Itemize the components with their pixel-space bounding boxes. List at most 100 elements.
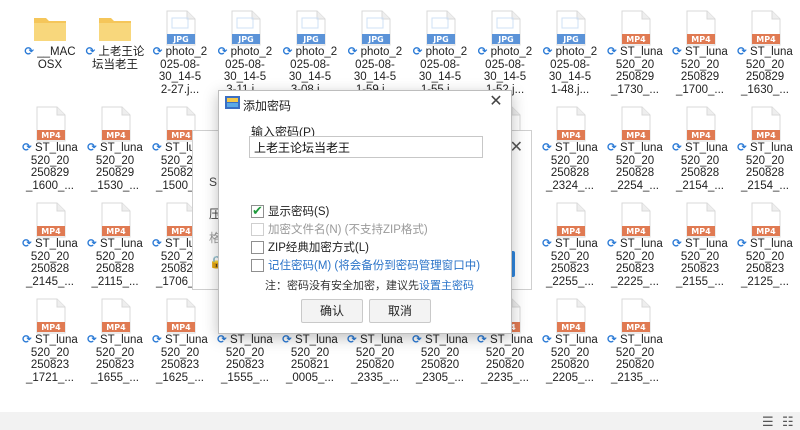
sync-icon: ⟳ [542,46,553,58]
file-name: ⟳ ST_luna 520_20 250828 _2145_... [22,238,78,288]
file-item[interactable]: MP4⟳ ST_luna 520_20 250823 _2125_... [733,196,797,288]
sync-icon: ⟳ [672,46,682,58]
file-item[interactable]: MP4⟳ ST_luna 520_20 250829 _1600_... [18,100,82,192]
file-item[interactable]: JPG⟳ photo_2 025-08- 30_14-5 3-08.j... [278,4,342,96]
background-close-icon[interactable]: ✕ [509,139,523,156]
sync-icon: ⟳ [152,142,162,154]
file-name: ⟳ ST_luna 520_20 250820 _2135_... [607,334,663,384]
file-item[interactable]: MP4⟳ ST_luna 520_20 250823 _1721_... [18,292,82,384]
svg-text:MP4: MP4 [41,131,61,140]
sync-icon: ⟳ [152,334,162,346]
file-item[interactable]: JPG⟳ photo_2 025-08- 30_14-5 1-48.j... [538,4,602,96]
file-item[interactable]: JPG⟳ photo_2 025-08- 30_14-5 1-55.j... [408,4,472,96]
file-item[interactable]: MP4⟳ ST_luna 520_20 250829 _1630_... [733,4,797,96]
folder-item[interactable]: ⟳ __MAC OSX [18,4,82,96]
cancel-button[interactable]: 取消 [369,299,431,323]
sync-icon: ⟳ [737,142,747,154]
svg-text:JPG: JPG [367,35,383,44]
svg-text:MP4: MP4 [171,323,191,332]
file-name: ⟳ photo_2 025-08- 30_14-5 1-48.j... [542,46,598,96]
folder-item[interactable]: ⟳ 上老王论 坛当老王 [83,4,147,96]
file-item[interactable]: JPG⟳ photo_2 025-08- 30_14-5 2-27.j... [148,4,212,96]
encrypt-filenames-checkbox: 加密文件名(N) (不支持ZIP格式) [251,221,428,237]
svg-text:MP4: MP4 [626,131,646,140]
file-item[interactable]: MP4⟳ ST_luna 520_20 250823 _2225_... [603,196,667,288]
sync-icon: ⟳ [607,142,617,154]
show-password-checkbox[interactable]: 显示密码(S) [251,203,329,219]
file-name: ⟳ ST_luna 520_20 250823 _1655_... [87,334,143,384]
file-item[interactable]: MP4⟳ ST_luna 520_20 250820 _2205_... [538,292,602,384]
remember-password-label: 记住密码(M) (将会备份到密码管理窗口中) [268,260,481,272]
file-name: ⟳ ST_luna 520_20 250828 _1706_... [152,238,208,288]
mp4-file-icon: MP4 [556,106,586,142]
sync-icon: ⟳ [22,142,32,154]
file-item[interactable]: MP4⟳ ST_luna 520_20 250820 _2135_... [603,292,667,384]
encrypt-filenames-label: 加密文件名(N) (不支持ZIP格式) [268,224,428,236]
file-item[interactable]: MP4⟳ ST_luna 520_20 250823 _1625_... [148,292,212,384]
file-item[interactable]: MP4⟳ ST_luna 520_20 250829 _1700_... [668,4,732,96]
zip-legacy-checkbox[interactable]: ZIP经典加密方式(L) [251,239,369,255]
svg-text:MP4: MP4 [691,35,711,44]
file-item[interactable]: MP4 ⟳ ST_luna 520_20 250823 _2155_... [668,196,732,288]
file-name: ⟳ ST_luna 520_20 250820 _2235_... [477,334,533,384]
sync-icon: ⟳ [672,142,682,154]
detail-view-icon[interactable]: ☷ [782,414,794,429]
file-item[interactable]: MP4⟳ ST_luna 520_20 250823 _1655_... [83,292,147,384]
sync-icon: ⟳ [542,238,552,250]
file-item[interactable]: MP4⟳ ST_luna 520_20 250823 _2255_... [538,196,602,288]
checkbox-icon[interactable] [251,240,264,254]
file-name: ⟳ photo_2 025-08- 30_14-5 3-11.j... [217,46,273,96]
zip-legacy-label: ZIP经典加密方式(L) [268,242,369,254]
file-name: ⟳ ST_luna 520_20 250823 _2155_... [672,238,728,288]
file-name: ⟳ ST_luna 520_20 250828 _2154_... [737,142,793,192]
file-item[interactable]: MP4⟳ ST_luna 520_20 250828 _2254_... [603,100,667,192]
file-item[interactable]: MP4⟳ ST_luna 520_20 250828 _2145_... [18,196,82,288]
file-name: ⟳ photo_2 025-08- 30_14-5 1-55.j... [412,46,468,96]
list-view-icon[interactable]: ☰ [762,414,774,429]
mp4-file-icon: MP4 [101,202,131,238]
status-bar: ☰ ☷ [0,412,800,430]
file-name: ⟳ ST_luna 520_20 250829 _1530_... [87,142,143,192]
sync-icon: ⟳ [87,142,97,154]
file-name: ⟳ 上老王论 坛当老王 [85,46,145,71]
file-item[interactable]: JPG⟳ photo_2 025-08- 30_14-5 1-52.j... [473,4,537,96]
password-input[interactable] [249,136,483,158]
mp4-file-icon: MP4 [166,298,196,334]
mp4-file-icon: MP4 [36,106,66,142]
show-password-label: 显示密码(S) [268,206,330,218]
add-password-dialog: 添加密码 ✕ 输入密码(P) 显示密码(S) 加密文件名(N) (不支持ZIP格… [218,90,512,334]
file-item[interactable]: MP4⟳ ST_luna 520_20 250828 _1706_... [148,196,212,288]
svg-text:MP4: MP4 [106,227,126,236]
file-item[interactable]: MP4⟳ ST_luna 520_20 250829 _1530_... [83,100,147,192]
checkbox-icon[interactable] [251,258,264,272]
folder-icon [34,18,66,41]
close-icon[interactable]: ✕ [489,93,503,110]
set-master-password-link[interactable]: 设置主密码 [419,280,474,292]
background-text: S [209,175,218,189]
file-name: ⟳ ST_luna 520_20 250828 _2324_... [542,142,598,192]
remember-password-checkbox[interactable]: 记住密码(M) (将会备份到密码管理窗口中) [251,257,480,273]
file-name: ⟳ ST_luna 520_20 250829 _1730_... [607,46,663,96]
ok-button[interactable]: 确认 [301,299,363,323]
file-item[interactable]: MP4 ⟳ ST_luna 520_20 250828 _2324_... [538,100,602,192]
file-name: ⟳ photo_2 025-08- 30_14-5 1-52.j... [477,46,533,96]
file-name: ⟳ ST_luna 520_20 250823 _2225_... [607,238,663,288]
sync-icon: ⟳ [607,238,617,250]
file-item[interactable]: MP4⟳ ST_luna 520_20 250828 _2154_... [668,100,732,192]
file-name: ⟳ __MAC OSX [24,46,76,71]
jpg-file-icon: JPG [166,10,196,46]
file-name: ⟳ ST_luna 520_20 250823 _2255_... [542,238,598,288]
file-item[interactable]: MP4⟳ ST_luna 520_20 250829 _1730_... [603,4,667,96]
file-name: ⟳ ST_luna 520_20 250820 _2205_... [542,334,598,384]
dialog-titlebar: 添加密码 ✕ [219,91,511,115]
svg-text:MP4: MP4 [691,227,711,236]
file-item[interactable]: MP4⟳ ST_luna 520_20 250828 _2154_... [733,100,797,192]
file-item[interactable]: MP4⟳ ST_luna 520_20 250828 _2115_... [83,196,147,288]
file-item[interactable]: JPG⟳ photo_2 025-08- 30_14-5 1-59.j... [343,4,407,96]
svg-text:MP4: MP4 [561,131,581,140]
checkbox-checked-icon[interactable] [251,203,264,219]
file-item[interactable]: JPG⟳ photo_2 025-08- 30_14-5 3-11.j... [213,4,277,96]
mp4-file-icon: MP4 [621,202,651,238]
jpg-file-icon: JPG [491,10,521,46]
file-name: ⟳ ST_luna 520_20 250820 _2305_... [412,334,468,384]
